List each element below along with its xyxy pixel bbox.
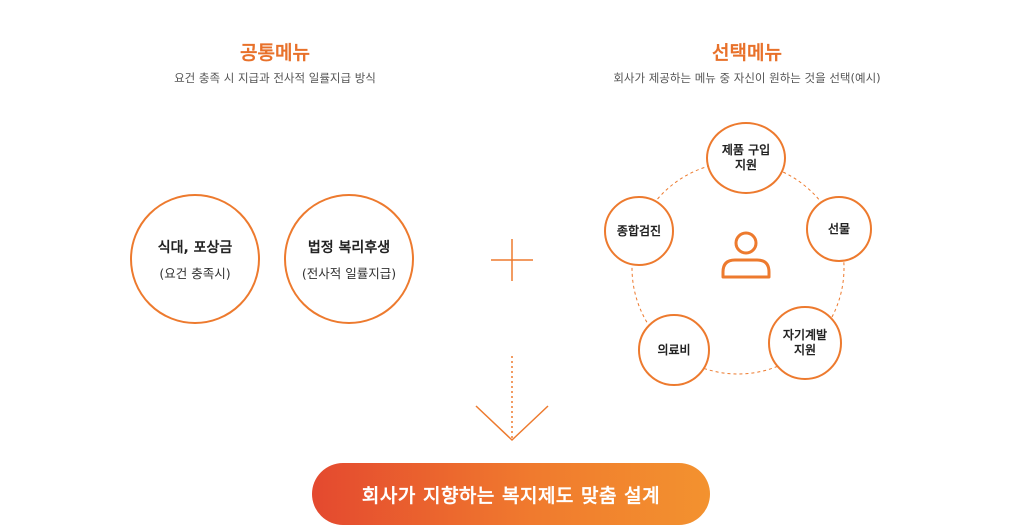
selective-item-gift: 선물 xyxy=(806,196,872,262)
selective-item-self-development: 자기계발 지원 xyxy=(768,306,842,380)
selective-item-label: 의료비 xyxy=(657,342,691,357)
plus-icon xyxy=(491,239,533,281)
custom-welfare-design-label: 회사가 지향하는 복지제도 맞춤 설계 xyxy=(361,484,661,507)
common-item-title: 법정 복리후생 xyxy=(307,239,391,256)
selective-menu-subtitle: 회사가 제공하는 메뉴 중 자신이 원하는 것을 선택(예시) xyxy=(613,71,881,85)
selective-item-label: 자기계발 지원 xyxy=(782,328,828,357)
selective-item-label: 선물 xyxy=(827,221,851,236)
common-item-subtitle: (요건 충족시) xyxy=(159,265,231,281)
common-item-meal-bonus: 식대, 포상금 (요건 충족시) xyxy=(130,194,260,324)
selective-menu-title: 선택메뉴 xyxy=(712,42,782,64)
common-menu-subtitle: 요건 충족 시 지급과 전사적 일률지급 방식 xyxy=(174,71,376,85)
selective-item-health-checkup: 종합검진 xyxy=(604,196,674,266)
person-icon xyxy=(721,231,771,279)
arrow-down-icon xyxy=(475,356,549,442)
common-menu-title: 공통메뉴 xyxy=(240,42,310,64)
selective-item-product-purchase: 제품 구입 지원 xyxy=(706,122,786,194)
common-item-title: 식대, 포상금 xyxy=(157,239,233,256)
selective-item-label: 제품 구입 지원 xyxy=(721,143,771,172)
common-item-subtitle: (전사적 일률지급) xyxy=(301,265,397,281)
selective-item-label: 종합검진 xyxy=(616,223,662,238)
common-item-legal-welfare: 법정 복리후생 (전사적 일률지급) xyxy=(284,194,414,324)
custom-welfare-design-button[interactable]: 회사가 지향하는 복지제도 맞춤 설계 xyxy=(312,463,710,525)
selective-item-medical: 의료비 xyxy=(638,314,710,386)
